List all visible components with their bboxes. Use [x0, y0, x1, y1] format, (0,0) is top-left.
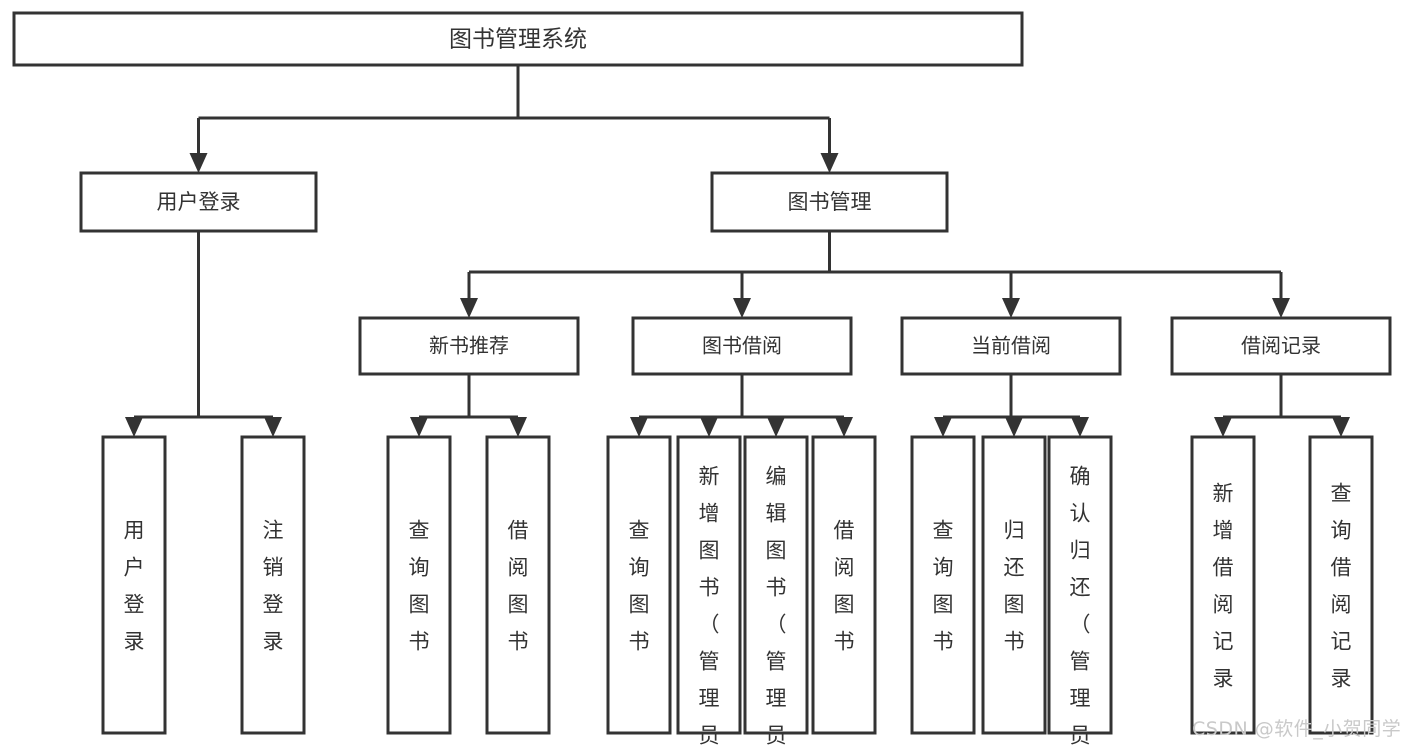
- leaf-查询图书-2-label: 查询图书: [409, 519, 430, 654]
- leaf-查询借阅记录-12-rect[interactable]: [1308, 435, 1374, 735]
- root-node-图书管理系统-rect[interactable]: [12, 11, 1024, 67]
- node-图书借阅-label: 图书借阅: [702, 334, 782, 358]
- leaf-借阅图书-7-label: 借阅图书: [834, 519, 855, 654]
- leaf-注销登录-1[interactable]: 注销登录: [240, 435, 306, 735]
- leaf-借阅图书-3-rect[interactable]: [485, 435, 551, 735]
- leaf-查询借阅记录-12-label: 查询借阅记录: [1331, 482, 1352, 691]
- root-node-图书管理系统-label: 图书管理系统: [449, 27, 587, 53]
- leaf-归还图书-9-label: 归还图书: [1004, 519, 1025, 654]
- leaf-编辑图书管理员-6[interactable]: 编辑图书（管理员）: [743, 435, 809, 747]
- arrowhead-to-leaf-2: [410, 417, 428, 437]
- leaf-查询图书-8-label: 查询图书: [933, 519, 954, 654]
- leaf-用户登录-0-label: 用户登录: [124, 519, 145, 654]
- root-node-图书管理系统[interactable]: 图书管理系统: [12, 11, 1024, 67]
- node-当前借阅[interactable]: 当前借阅: [900, 316, 1122, 376]
- arrowhead-to-leaf-8: [934, 417, 952, 437]
- arrowhead-to-新书推荐: [460, 298, 478, 318]
- leaf-新增借阅记录-11-label: 新增借阅记录: [1213, 482, 1234, 691]
- arrowhead-to-leaf-1: [264, 417, 282, 437]
- leaf-借阅图书-7[interactable]: 借阅图书: [811, 435, 877, 735]
- node-用户登录-label: 用户登录: [157, 190, 241, 214]
- leaf-查询图书-4-label: 查询图书: [629, 519, 650, 654]
- arrowhead-to-leaf-0: [125, 417, 143, 437]
- leaf-借阅图书-7-rect[interactable]: [811, 435, 877, 735]
- leaf-查询图书-4-rect[interactable]: [606, 435, 672, 735]
- leaf-确认归还管理员-10-label: 确认归还（管理员）: [1070, 465, 1091, 747]
- csdn-watermark: CSDN @软件_小贺同学: [1192, 718, 1402, 740]
- arrowhead-to-leaf-12: [1332, 417, 1350, 437]
- arrowhead-to-leaf-9: [1005, 417, 1023, 437]
- node-用户登录-rect[interactable]: [79, 171, 318, 233]
- arrowhead-to-leaf-11: [1214, 417, 1232, 437]
- leaf-新增图书管理员-5-rect[interactable]: [676, 435, 742, 735]
- node-当前借阅-rect[interactable]: [900, 316, 1122, 376]
- leaf-查询图书-4[interactable]: 查询图书: [606, 435, 672, 735]
- connector-layer: [125, 65, 1350, 437]
- leaf-新增图书管理员-5[interactable]: 新增图书（管理员）: [676, 435, 742, 747]
- arrowhead-to-借阅记录: [1272, 298, 1290, 318]
- node-新书推荐-rect[interactable]: [358, 316, 580, 376]
- arrowhead-to-leaf-6: [767, 417, 785, 437]
- leaf-查询图书-8[interactable]: 查询图书: [910, 435, 976, 735]
- arrowhead-to-leaf-5: [700, 417, 718, 437]
- leaf-用户登录-0[interactable]: 用户登录: [101, 435, 167, 735]
- arrowhead-to-图书管理: [820, 153, 839, 173]
- leaf-编辑图书管理员-6-label: 编辑图书（管理员）: [766, 465, 787, 747]
- node-借阅记录[interactable]: 借阅记录: [1170, 316, 1392, 376]
- node-图书管理[interactable]: 图书管理: [710, 171, 949, 233]
- node-新书推荐[interactable]: 新书推荐: [358, 316, 580, 376]
- node-新书推荐-label: 新书推荐: [429, 334, 509, 358]
- leaf-新增图书管理员-5-label: 新增图书（管理员）: [699, 465, 720, 747]
- leaf-借阅图书-3-label: 借阅图书: [508, 519, 529, 654]
- leaf-新增借阅记录-11[interactable]: 新增借阅记录: [1190, 435, 1256, 735]
- leaf-编辑图书管理员-6-rect[interactable]: [743, 435, 809, 735]
- leaf-新增借阅记录-11-rect[interactable]: [1190, 435, 1256, 735]
- leaf-注销登录-1-rect[interactable]: [240, 435, 306, 735]
- arrowhead-to-当前借阅: [1002, 298, 1020, 318]
- node-当前借阅-label: 当前借阅: [971, 334, 1051, 358]
- arrowhead-to-leaf-7: [835, 417, 853, 437]
- leaf-查询借阅记录-12[interactable]: 查询借阅记录: [1308, 435, 1374, 735]
- leaf-归还图书-9-rect[interactable]: [981, 435, 1047, 735]
- arrowhead-to-图书借阅: [733, 298, 751, 318]
- node-图书借阅-rect[interactable]: [631, 316, 853, 376]
- node-借阅记录-label: 借阅记录: [1241, 334, 1321, 358]
- leaf-注销登录-1-label: 注销登录: [263, 519, 284, 654]
- leaf-借阅图书-3[interactable]: 借阅图书: [485, 435, 551, 735]
- arrowhead-to-leaf-3: [509, 417, 527, 437]
- leaf-确认归还管理员-10-rect[interactable]: [1047, 435, 1113, 735]
- leaf-查询图书-2-rect[interactable]: [386, 435, 452, 735]
- node-用户登录[interactable]: 用户登录: [79, 171, 318, 233]
- node-layer: 图书管理系统用户登录图书管理新书推荐图书借阅当前借阅借阅记录用户登录注销登录查询…: [12, 11, 1392, 747]
- node-借阅记录-rect[interactable]: [1170, 316, 1392, 376]
- leaf-归还图书-9[interactable]: 归还图书: [981, 435, 1047, 735]
- leaf-查询图书-8-rect[interactable]: [910, 435, 976, 735]
- arrowhead-to-用户登录: [189, 153, 208, 173]
- node-图书管理-rect[interactable]: [710, 171, 949, 233]
- arrowhead-to-leaf-4: [630, 417, 648, 437]
- node-图书借阅[interactable]: 图书借阅: [631, 316, 853, 376]
- leaf-查询图书-2[interactable]: 查询图书: [386, 435, 452, 735]
- leaf-用户登录-0-rect[interactable]: [101, 435, 167, 735]
- node-图书管理-label: 图书管理: [788, 190, 872, 214]
- arrowhead-to-leaf-10: [1071, 417, 1089, 437]
- leaf-确认归还管理员-10[interactable]: 确认归还（管理员）: [1047, 435, 1113, 747]
